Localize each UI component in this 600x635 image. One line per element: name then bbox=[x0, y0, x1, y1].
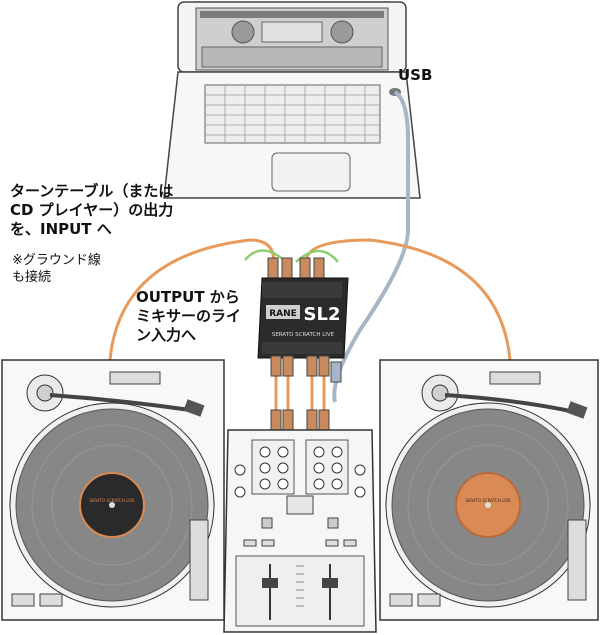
screen-platter-left bbox=[231, 20, 255, 44]
output-instruction-line-2: ミキサーのライ bbox=[136, 307, 242, 325]
input-instruction-line-2: CD プレイヤー）の出力 bbox=[10, 201, 174, 219]
turntable-left-tonearm bbox=[49, 393, 191, 412]
mixer-knobs bbox=[234, 446, 366, 498]
mixer-buttons bbox=[243, 539, 357, 547]
turntable-right-tonearm bbox=[444, 393, 576, 414]
screen-header bbox=[200, 11, 384, 18]
mixer-fader-right bbox=[322, 578, 338, 588]
ground-note-line-2: も接続 bbox=[12, 270, 52, 285]
screen-platter-right bbox=[330, 20, 354, 44]
cable-left-turntable bbox=[108, 238, 276, 361]
laptop-keyboard bbox=[204, 84, 381, 144]
ground-note-label: ※グラウンド線 も接続 bbox=[12, 252, 101, 286]
turntable-left: SERATO SCRATCH LIVE bbox=[1, 359, 225, 621]
dj-mixer bbox=[223, 409, 377, 633]
input-instruction-line-1: ターンテーブル（または bbox=[10, 182, 174, 200]
turntable-right-label-text: SERATO SCRATCH LIVE bbox=[465, 498, 511, 503]
mixer-fader-left bbox=[262, 578, 278, 588]
interface-brand: RANE bbox=[269, 309, 297, 319]
input-instruction-label: ターンテーブル（または CD プレイヤー）の出力 を、INPUT へ bbox=[10, 182, 173, 239]
cable-right-turntable bbox=[304, 238, 512, 361]
turntable-right: SERATO SCRATCH LIVE bbox=[379, 359, 599, 621]
audio-interface: RANE SL2 SERATO SCRATCH LIVE bbox=[257, 257, 349, 383]
input-instruction-line-3: を、INPUT へ bbox=[10, 220, 112, 238]
output-instruction-line-3: ン入力へ bbox=[136, 326, 197, 344]
laptop-trackpad bbox=[271, 152, 351, 192]
interface-model: SL2 bbox=[304, 304, 341, 325]
usb-label: USB bbox=[398, 66, 433, 84]
laptop bbox=[163, 1, 421, 199]
mixer-fader-section bbox=[235, 555, 365, 627]
ground-cable-left bbox=[244, 249, 287, 263]
interface-software: SERATO SCRATCH LIVE bbox=[272, 332, 335, 338]
turntable-left-label-text: SERATO SCRATCH LIVE bbox=[89, 498, 135, 503]
output-connectors bbox=[270, 355, 342, 383]
output-instruction-line-1: OUTPUT から bbox=[136, 288, 240, 306]
ground-note-line-1: ※グラウンド線 bbox=[12, 253, 101, 268]
screen-waveform bbox=[261, 21, 323, 43]
mixer-input-connectors bbox=[270, 409, 330, 431]
screen-library bbox=[201, 46, 383, 68]
output-instruction-label: OUTPUT から ミキサーのライ ン入力へ bbox=[136, 288, 241, 345]
